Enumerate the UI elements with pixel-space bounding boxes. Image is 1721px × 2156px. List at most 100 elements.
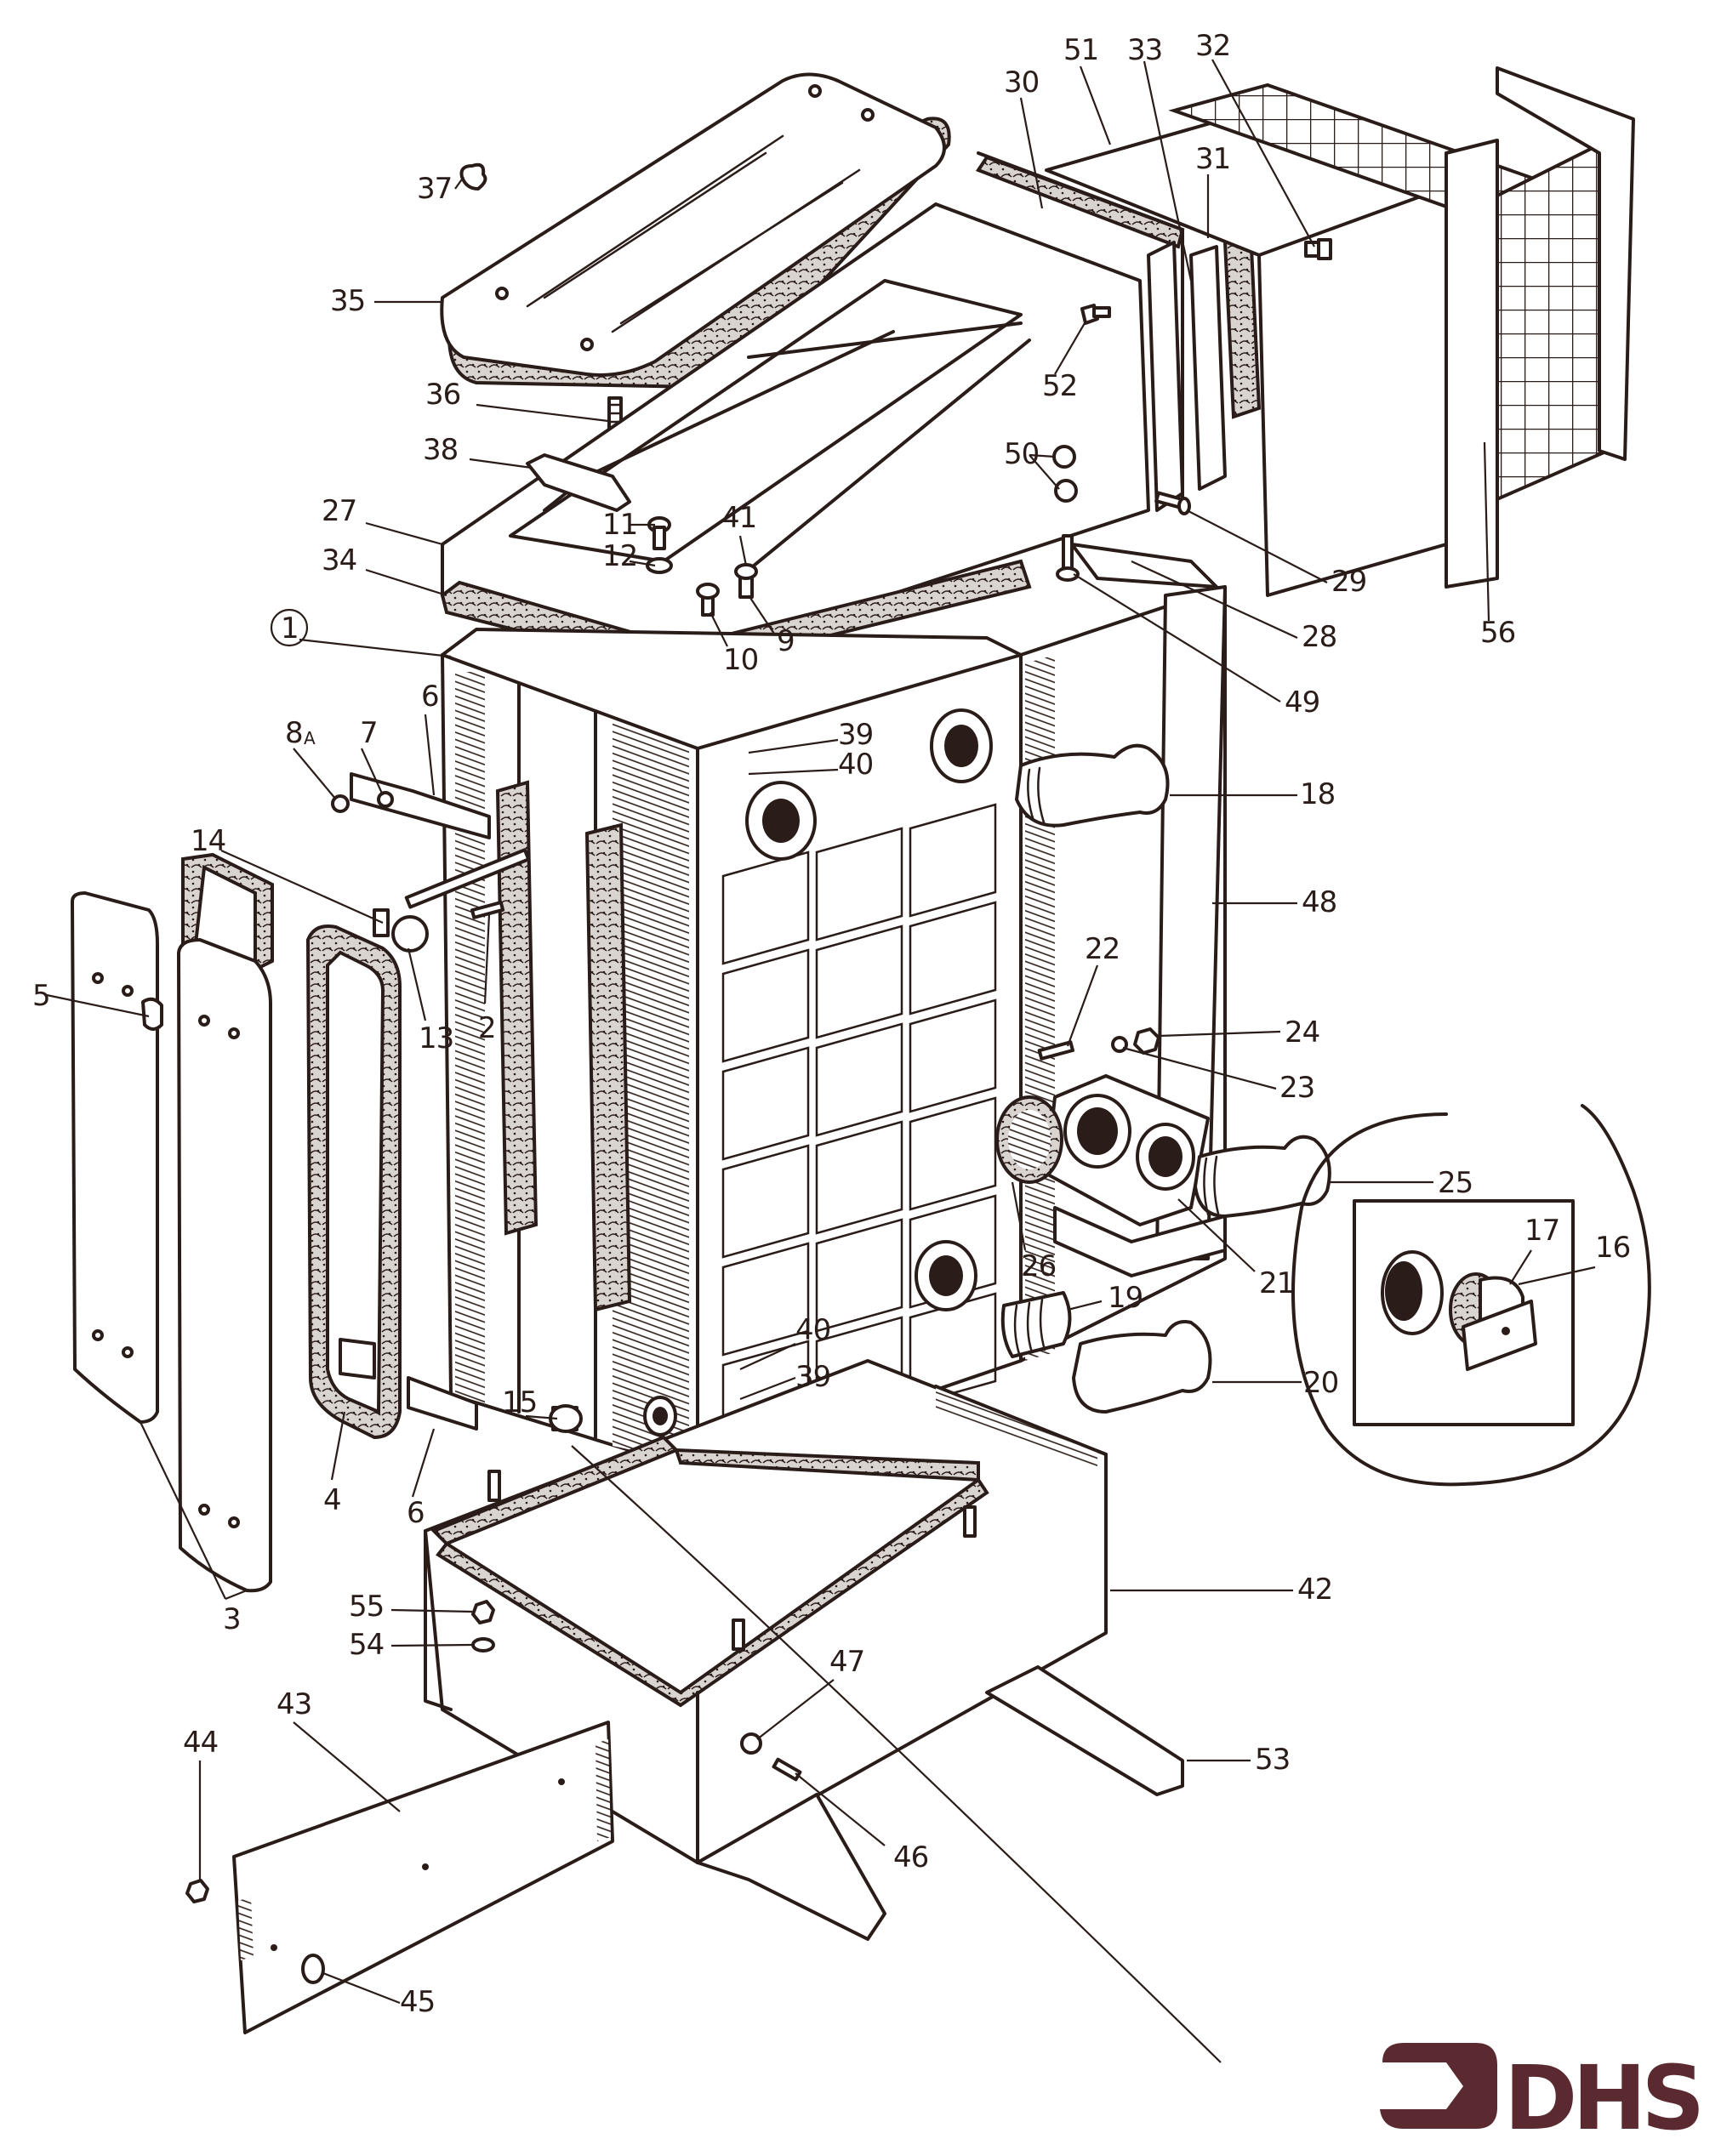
nut-7: [377, 791, 394, 808]
front-rib-cell: [815, 1120, 903, 1235]
leader-line-12: [629, 560, 656, 567]
callout-19: 19: [1108, 1281, 1143, 1315]
front-rib-cell: [721, 1046, 810, 1161]
plate-6-inner: [339, 1338, 376, 1379]
washer-47: [740, 1732, 762, 1755]
leader-line-40a: [748, 768, 839, 776]
callout-36: 36: [425, 378, 460, 412]
leader-line-47: [756, 1679, 835, 1740]
callout-45: 45: [400, 1985, 435, 2019]
front-rib-cell: [909, 1096, 997, 1211]
lid-cover: [440, 72, 951, 390]
hood-opening: [509, 279, 1023, 563]
elbow-25: [1194, 1135, 1331, 1218]
plate-28: [1070, 543, 1218, 589]
leader-line-33: [1143, 60, 1193, 282]
callout-35: 35: [330, 284, 365, 318]
dhs-logo: DHS: [1380, 2043, 1705, 2150]
callout-29: 29: [1331, 565, 1366, 599]
leader-line-54: [390, 1643, 473, 1647]
leader-line-45: [322, 1971, 401, 2005]
leader-line-49: [1073, 573, 1281, 703]
leader-line-46: [795, 1772, 886, 1846]
callout-51: 51: [1063, 33, 1098, 67]
leader-line-29: [1186, 509, 1328, 583]
leader-line-7: [360, 748, 385, 796]
leader-line-15: [525, 1414, 558, 1420]
callout-5: 5: [32, 979, 50, 1013]
baffle-left: [495, 780, 539, 1236]
elbow-20: [1072, 1320, 1212, 1414]
callout-6b: 6: [407, 1496, 425, 1530]
callout-49: 49: [1285, 685, 1319, 720]
base-fasteners: [471, 1404, 977, 1782]
lid-plate: [440, 72, 946, 377]
tee-fitting-21: [1045, 1074, 1227, 1277]
callout-33: 33: [1127, 33, 1162, 67]
callout-41: 41: [721, 501, 756, 535]
callout-2: 2: [478, 1011, 496, 1045]
nut-55: [471, 1600, 495, 1624]
callout-27: 27: [322, 494, 356, 528]
leader-line-6a: [424, 714, 436, 796]
callout-46: 46: [893, 1840, 928, 1874]
callout-50: 50: [1004, 437, 1039, 471]
front-rib-cell: [909, 803, 997, 918]
stud: [732, 1618, 745, 1651]
callout-16: 16: [1595, 1231, 1630, 1265]
callout-38: 38: [423, 433, 458, 467]
leader-line-52: [1054, 322, 1086, 375]
fastener-cluster: [646, 516, 758, 617]
bolt-49: [1056, 534, 1080, 582]
callout-18: 18: [1300, 777, 1335, 811]
callout-3: 3: [223, 1602, 241, 1636]
leader-line-14: [220, 849, 384, 924]
callout-4: 4: [323, 1483, 341, 1517]
leader-line-32: [1211, 59, 1315, 247]
callout-32: 32: [1195, 29, 1230, 63]
leader-line-50: [1029, 454, 1060, 490]
leader-line-3: [225, 1589, 248, 1601]
callout-8A: 8: [285, 716, 303, 750]
callout-40b: 40: [795, 1313, 830, 1347]
front-rib-cell: [721, 1144, 810, 1259]
door-panel-3b: [177, 938, 272, 1593]
nut-24: [1133, 1027, 1160, 1055]
leader-line-43: [293, 1721, 401, 1812]
leader-line-6b: [411, 1428, 436, 1498]
washer-23: [1111, 1036, 1128, 1053]
callout-14: 14: [191, 824, 225, 858]
leader-line-2: [483, 913, 491, 1004]
leader-line-28: [1131, 560, 1298, 639]
leader-line-55: [390, 1608, 473, 1613]
leader-line-13: [407, 947, 427, 1021]
screw-52: [1080, 304, 1111, 325]
callout-11: 11: [602, 508, 637, 542]
inset-outline: [1291, 1104, 1651, 1487]
callout-42: 42: [1297, 1573, 1332, 1607]
rail-53-right: [985, 1665, 1184, 1796]
nut-44: [185, 1879, 209, 1903]
stud: [487, 1470, 501, 1502]
inset-detail: [1291, 1104, 1651, 1487]
nipple-19: [1000, 1291, 1072, 1358]
callout-53: 53: [1255, 1743, 1290, 1777]
leader-line-5: [46, 993, 150, 1018]
long-bolt-13: [391, 848, 531, 953]
leader-line-16: [1518, 1266, 1596, 1286]
front-rib-cell: [721, 1242, 810, 1357]
logo-text: DHS: [1504, 2046, 1700, 2150]
leader-line-27: [365, 521, 443, 546]
nut-50b: [1054, 479, 1078, 503]
drain-plug-26: [995, 1095, 1063, 1184]
clip-5: [141, 997, 163, 1031]
callout-44: 44: [183, 1726, 218, 1760]
ports: [643, 708, 993, 1436]
callout-31: 31: [1195, 142, 1230, 176]
leader-line-4: [330, 1411, 346, 1481]
callout-17: 17: [1524, 1214, 1559, 1248]
front-rib-cell: [815, 924, 903, 1039]
leader-line-39a: [748, 738, 839, 754]
